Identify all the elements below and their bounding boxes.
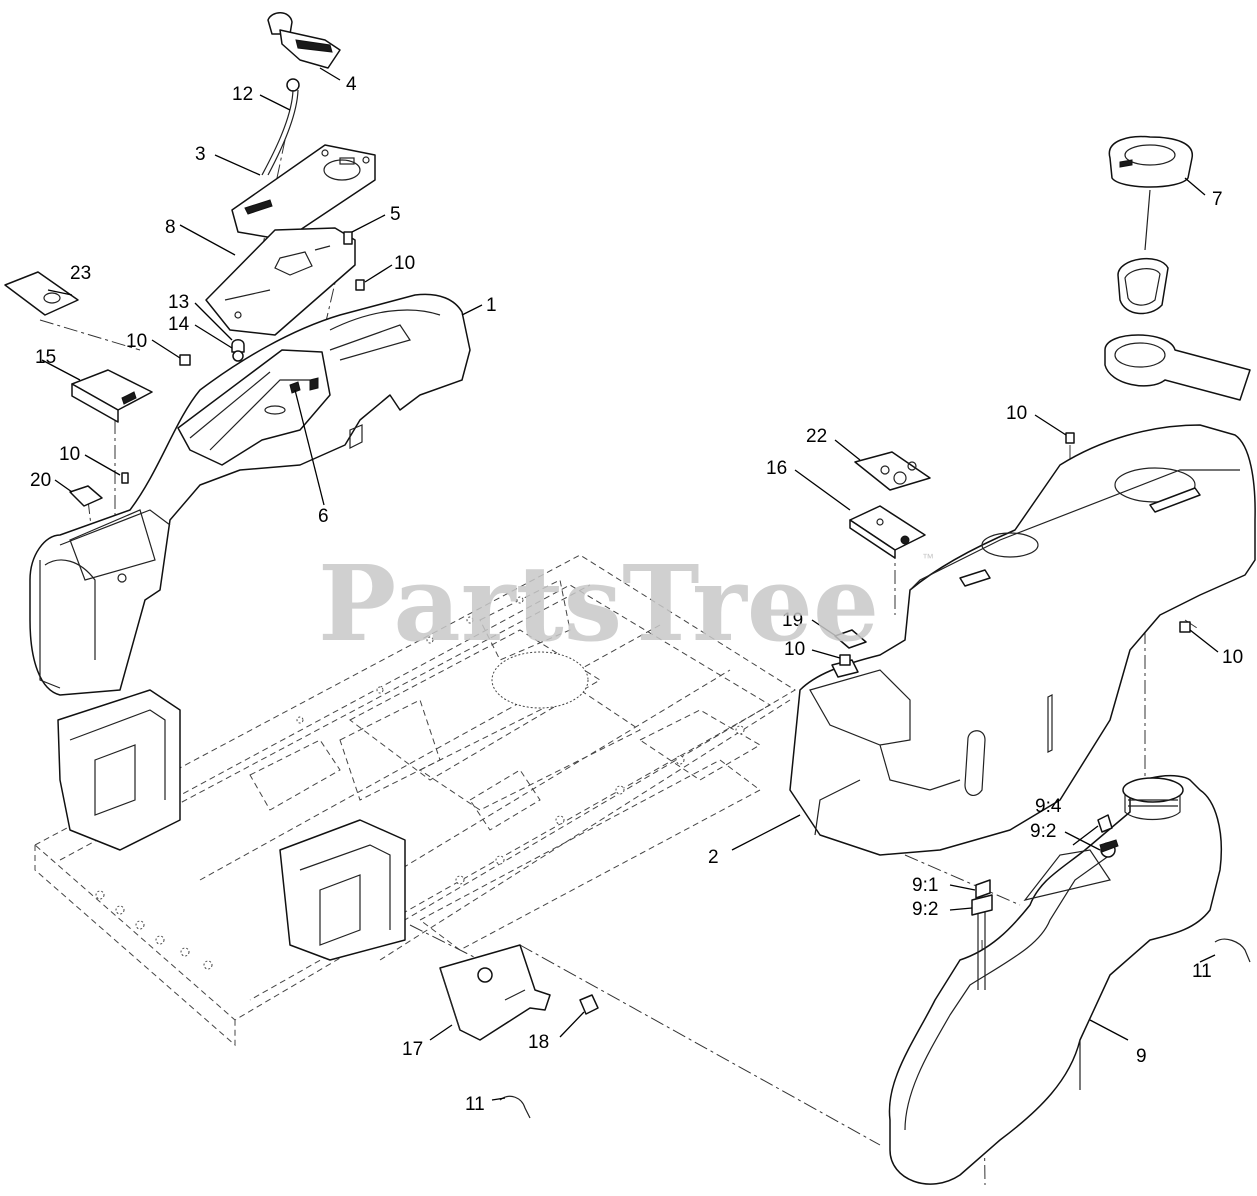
callout-10-e: 10 bbox=[784, 639, 805, 660]
callout-12: 12 bbox=[232, 84, 253, 105]
callout-15: 15 bbox=[35, 347, 56, 368]
part-8-control-panel bbox=[205, 227, 356, 336]
chassis-frame bbox=[34, 554, 796, 1047]
part-4-control-knob bbox=[267, 12, 341, 69]
callout-2: 2 bbox=[708, 847, 719, 868]
callout-4: 4 bbox=[346, 74, 357, 95]
callout-8: 8 bbox=[165, 217, 176, 238]
callout-11-b: 11 bbox=[1192, 961, 1212, 982]
callout-10-b: 10 bbox=[126, 331, 147, 352]
part-7-fuel-cap bbox=[1108, 135, 1193, 315]
part-12-cable bbox=[261, 78, 300, 176]
callout-10-c: 10 bbox=[59, 444, 80, 465]
part-11-clips bbox=[499, 938, 1251, 1119]
leader-lines bbox=[41, 67, 1219, 1101]
callout-18: 18 bbox=[528, 1032, 549, 1053]
callout-9-4: 9:4 bbox=[1035, 796, 1062, 817]
callout-10-f: 10 bbox=[1222, 647, 1243, 668]
part-9-fuel-tank bbox=[888, 774, 1223, 1185]
callout-23: 23 bbox=[70, 263, 91, 284]
part-17-bracket bbox=[439, 944, 599, 1041]
part-15-bracket bbox=[71, 369, 153, 484]
callout-9-2-lower: 9:2 bbox=[912, 899, 938, 920]
callout-11-a: 11 bbox=[465, 1094, 485, 1115]
part-23-decal bbox=[4, 271, 79, 316]
part-20-cap bbox=[69, 485, 103, 507]
part-2-right-fender bbox=[789, 424, 1256, 856]
callout-20: 20 bbox=[30, 470, 51, 491]
callout-1: 1 bbox=[486, 295, 497, 316]
callout-7: 7 bbox=[1212, 189, 1223, 210]
screws-right bbox=[839, 432, 1191, 666]
callout-22: 22 bbox=[806, 426, 827, 447]
callout-3: 3 bbox=[195, 144, 206, 165]
callout-6: 6 bbox=[318, 506, 329, 527]
callout-9-2-upper: 9:2 bbox=[1030, 821, 1056, 842]
callout-10-a: 10 bbox=[394, 253, 415, 274]
part-16-plate bbox=[849, 505, 926, 559]
callout-10-d: 10 bbox=[1006, 403, 1027, 424]
callout-5: 5 bbox=[390, 204, 401, 225]
callout-9: 9 bbox=[1136, 1046, 1147, 1067]
watermark-trademark: ™ bbox=[922, 551, 934, 565]
callout-19: 19 bbox=[782, 610, 803, 631]
callout-labels: 1 2 3 4 5 6 7 8 9 9:1 9:2 9:2 9:4 10 10 … bbox=[30, 74, 1243, 1115]
part-3-panel-plate bbox=[231, 144, 376, 241]
callout-9-1: 9:1 bbox=[912, 875, 938, 896]
fuel-gasket-plate bbox=[1104, 334, 1251, 401]
screws-upper bbox=[179, 231, 365, 366]
watermark-text: PartsTree bbox=[318, 542, 879, 665]
part-22-decal bbox=[854, 451, 931, 491]
callout-13: 13 bbox=[168, 292, 189, 313]
chassis-side-brackets bbox=[57, 689, 406, 961]
callout-16: 16 bbox=[766, 458, 787, 479]
watermark: PartsTree ™ bbox=[318, 542, 934, 665]
callout-17: 17 bbox=[402, 1039, 423, 1060]
callout-14: 14 bbox=[168, 314, 190, 335]
part-19-cap bbox=[834, 629, 867, 649]
part-1-left-fender bbox=[29, 293, 471, 696]
